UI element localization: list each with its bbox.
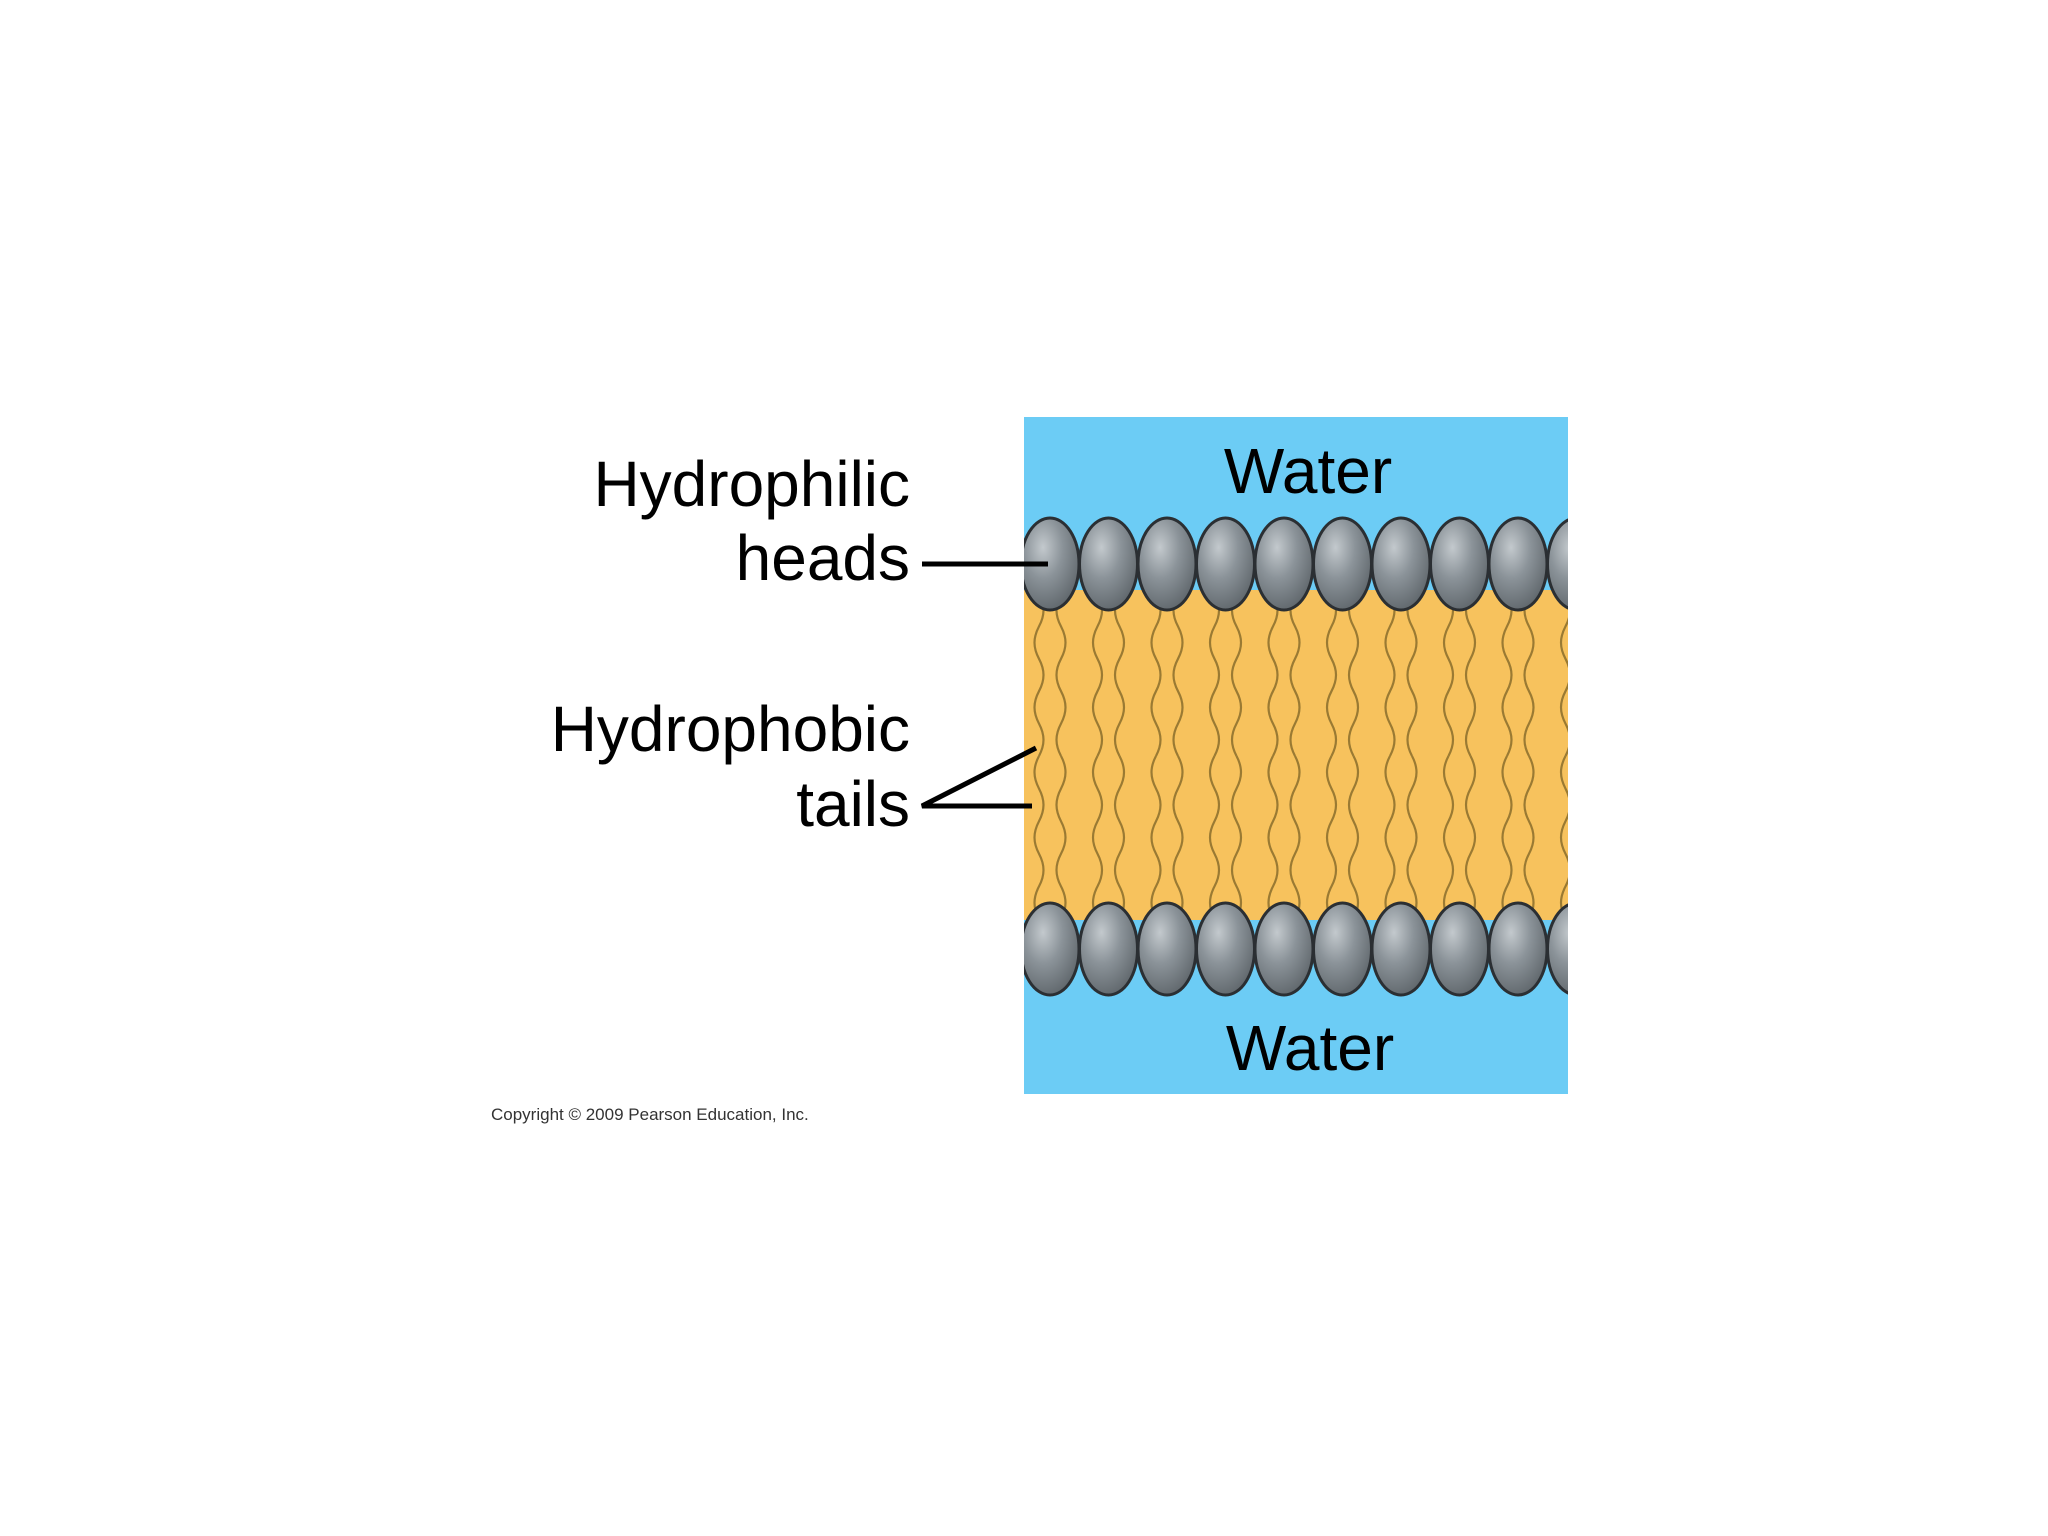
hydrophobic-tail-region	[1024, 590, 1568, 920]
lipid-tail	[998, 594, 1007, 756]
lipid-tail	[1347, 755, 1360, 920]
lipid-tail	[1267, 755, 1279, 920]
lipid-tail	[1091, 593, 1104, 757]
lipid-head	[1312, 516, 1373, 612]
lipid-tail	[1464, 593, 1477, 757]
lipid-tail	[1347, 593, 1360, 757]
lipid-tail	[1289, 755, 1301, 920]
lipid-tail	[1384, 755, 1396, 920]
lipid-head	[1253, 901, 1315, 997]
lipid-tail	[1559, 755, 1568, 920]
lipid-head	[1606, 903, 1664, 995]
lipid-head	[1370, 516, 1432, 612]
lipid-tail	[1267, 593, 1279, 757]
lipid-head	[1429, 516, 1490, 612]
lipid-tail	[1464, 755, 1477, 920]
lipid-head	[1370, 901, 1432, 997]
lipid-tail	[1583, 756, 1592, 919]
lipid-head	[1078, 901, 1139, 997]
water-label-top: Water	[1224, 435, 1392, 507]
lipid-tail	[1113, 755, 1126, 920]
lipid-head	[1195, 516, 1256, 612]
lipid-tail	[1406, 755, 1418, 920]
lipid-tail	[1208, 755, 1221, 920]
lipid-head	[1606, 518, 1664, 610]
lipid-tail	[1033, 755, 1045, 920]
water-label-bottom: Water	[1226, 1012, 1394, 1084]
lipid-tail	[1289, 593, 1301, 757]
lipid-tail	[976, 594, 985, 756]
lipid-head	[1546, 518, 1568, 610]
lipid-tail	[1325, 755, 1338, 920]
lipid-tail	[1442, 593, 1455, 757]
hydrophilic-label-line2: heads	[736, 522, 910, 594]
hydrophobic-label-line2: tails	[796, 768, 910, 840]
lipid-tail	[1055, 755, 1067, 920]
lipid-head	[1078, 516, 1139, 612]
lipid-tail	[998, 756, 1007, 919]
lipid-tail	[1583, 594, 1592, 756]
lipid-head	[1312, 901, 1373, 997]
lipid-head	[1136, 516, 1198, 612]
lipid-tail	[1442, 755, 1455, 920]
lipid-tail	[1523, 755, 1535, 920]
lipid-tail	[1523, 593, 1535, 757]
lipid-tail	[1150, 593, 1162, 757]
hydrophilic-label-line1: Hydrophilic	[593, 448, 910, 520]
hydrophobic-label-line1: Hydrophobic	[551, 693, 910, 765]
lipid-tail	[1113, 593, 1126, 757]
lipid-tail	[1091, 755, 1104, 920]
hydrophilic-heads-top-row	[1024, 516, 1664, 612]
lipid-tail	[1033, 593, 1045, 757]
lipid-head	[1487, 901, 1549, 997]
lipid-tail	[1620, 594, 1629, 756]
hydrophobic-tails-bottom-leaflet	[998, 755, 1651, 920]
hydrophobic-leader-lines	[920, 745, 1038, 809]
lipid-tail	[1208, 593, 1221, 757]
lipid-head	[1253, 516, 1315, 612]
lipid-tail	[1406, 593, 1418, 757]
lipid-tail	[1501, 593, 1513, 757]
lipid-tail	[1559, 593, 1568, 757]
copyright-notice: Copyright © 2009 Pearson Education, Inc.	[491, 1105, 809, 1124]
lipid-tail	[1150, 755, 1162, 920]
lipid-tail	[1230, 593, 1243, 757]
lipid-head	[1195, 901, 1256, 997]
lipid-tail	[1642, 594, 1651, 756]
lipid-tail	[1055, 593, 1067, 757]
lipid-head	[1136, 901, 1198, 997]
hydrophobic-tails-top-leaflet	[976, 593, 1651, 757]
lipid-tail	[1620, 756, 1629, 919]
lipid-tail	[1642, 756, 1651, 919]
lipid-head	[1546, 903, 1568, 995]
lipid-tail	[1172, 755, 1184, 920]
lipid-tail	[1384, 593, 1396, 757]
lipid-head	[1487, 516, 1549, 612]
lipid-tail	[1172, 593, 1184, 757]
lipid-tail	[1325, 593, 1338, 757]
lipid-head	[1429, 901, 1490, 997]
lipid-tail	[1501, 755, 1513, 920]
hydrophilic-heads-bottom-row	[1024, 901, 1664, 997]
lipid-head	[1024, 901, 1081, 997]
lipid-tail	[1230, 755, 1243, 920]
